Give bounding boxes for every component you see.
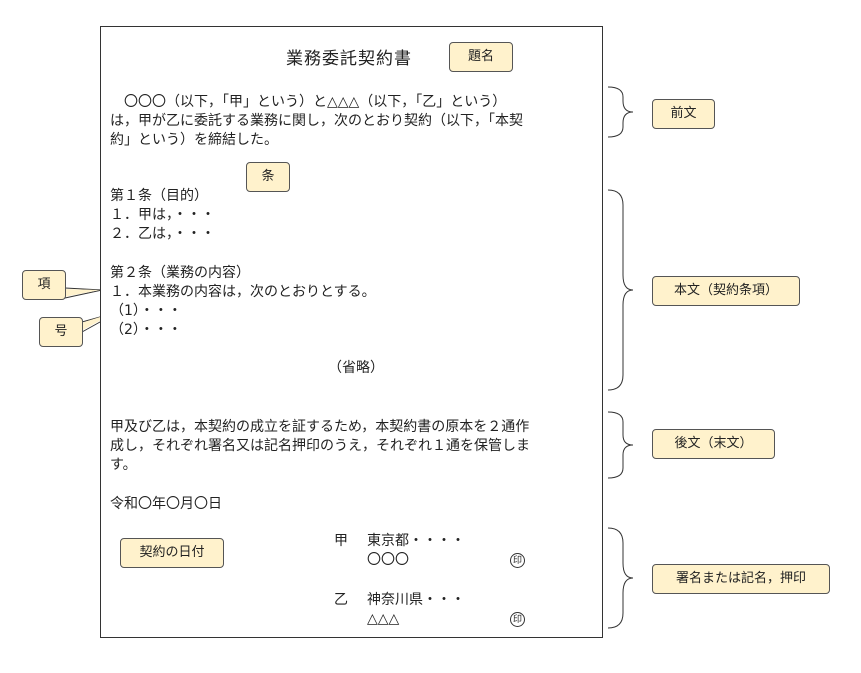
article2-subitem: （1）・・・	[110, 303, 182, 319]
section-body: 本文（契約条項）	[652, 276, 800, 306]
callout-clause: 項	[22, 270, 66, 300]
section-signature: 署名または記名，押印	[652, 564, 830, 594]
closing-line: す。	[110, 457, 137, 473]
contract-document	[100, 26, 603, 638]
callout-article: 条	[246, 162, 290, 192]
signature-bracket	[607, 527, 634, 629]
article2-item: １．本業務の内容は，次のとおりとする。	[110, 284, 376, 300]
closing-bracket	[607, 411, 634, 479]
callout-title: 題名	[449, 42, 513, 72]
article1-heading: 第１条（目的）	[110, 188, 208, 204]
article2-heading: 第２条（業務の内容）	[110, 265, 250, 281]
article1-item: ２．乙は，・・・	[110, 226, 215, 242]
party-a-seal-icon: 印	[510, 553, 525, 568]
party-b-seal-icon: 印	[510, 612, 525, 627]
party-b-address: 神奈川県・・・	[367, 592, 465, 608]
body-bracket	[607, 189, 634, 391]
preamble-line: 約」という）を締結した。	[110, 132, 278, 148]
article2-subitem: （2）・・・	[110, 322, 182, 338]
preamble-line: は，甲が乙に委託する業務に関し，次のとおり契約（以下，「本契	[110, 113, 523, 129]
callout-date: 契約の日付	[120, 538, 224, 568]
contract-date: 令和〇年〇月〇日	[110, 496, 222, 512]
preamble-line: 〇〇〇（以下，「甲」という）と△△△（以下，「乙」という）	[110, 94, 507, 110]
article1-item: １．甲は，・・・	[110, 207, 215, 223]
section-closing: 後文（末文）	[652, 429, 775, 459]
party-b-name: △△△	[367, 611, 400, 627]
closing-line: 甲及び乙は，本契約の成立を証するため，本契約書の原本を２通作	[110, 419, 530, 435]
preamble-bracket	[607, 86, 634, 138]
callout-item: 号	[39, 317, 83, 347]
omitted-note: （省略）	[328, 360, 384, 376]
party-a-address: 東京都・・・・	[367, 533, 465, 549]
closing-line: 成し，それぞれ署名又は記名押印のうえ，それぞれ１通を保管しま	[110, 438, 530, 454]
document-title: 業務委託契約書	[286, 49, 412, 69]
party-b-label: 乙	[334, 592, 348, 608]
party-a-label: 甲	[334, 533, 348, 549]
section-preamble: 前文	[652, 99, 715, 129]
party-a-name: 〇〇〇	[367, 552, 409, 568]
